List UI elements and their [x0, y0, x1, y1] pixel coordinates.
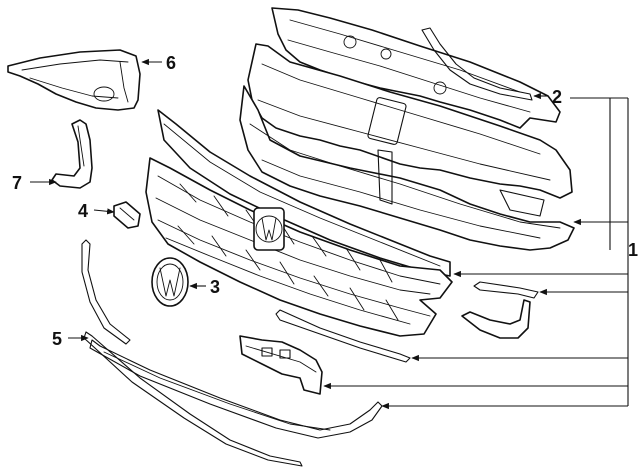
callout-1: 1: [628, 240, 638, 260]
lower-chrome-strip: [275, 309, 411, 363]
grille-main-body: [145, 157, 453, 337]
upper-grille-outer: [157, 109, 451, 277]
right-lower-trim-lower: [461, 299, 531, 339]
left-bumper-trim: [81, 239, 131, 345]
small-clip: [113, 201, 141, 229]
leader-lines: [30, 58, 629, 410]
lower-bracket: [239, 335, 323, 395]
side-bracket: [51, 119, 93, 189]
lower-spoiler-strip: [83, 331, 303, 467]
callout-6: 6: [166, 53, 176, 73]
fog-lamp-bezel: [7, 49, 141, 111]
emblem: [151, 257, 189, 307]
callout-4: 4: [78, 201, 88, 221]
radiator-support-frame: [239, 7, 575, 251]
right-lower-trim-upper: [473, 281, 539, 299]
lower-molding-long: [89, 339, 383, 439]
callout-5: 5: [52, 329, 62, 349]
callout-7: 7: [12, 173, 22, 193]
callout-2: 2: [552, 87, 562, 107]
callout-3: 3: [210, 277, 220, 297]
upper-seal-strip: [421, 27, 533, 101]
grille-emblem-mount: [253, 207, 285, 251]
